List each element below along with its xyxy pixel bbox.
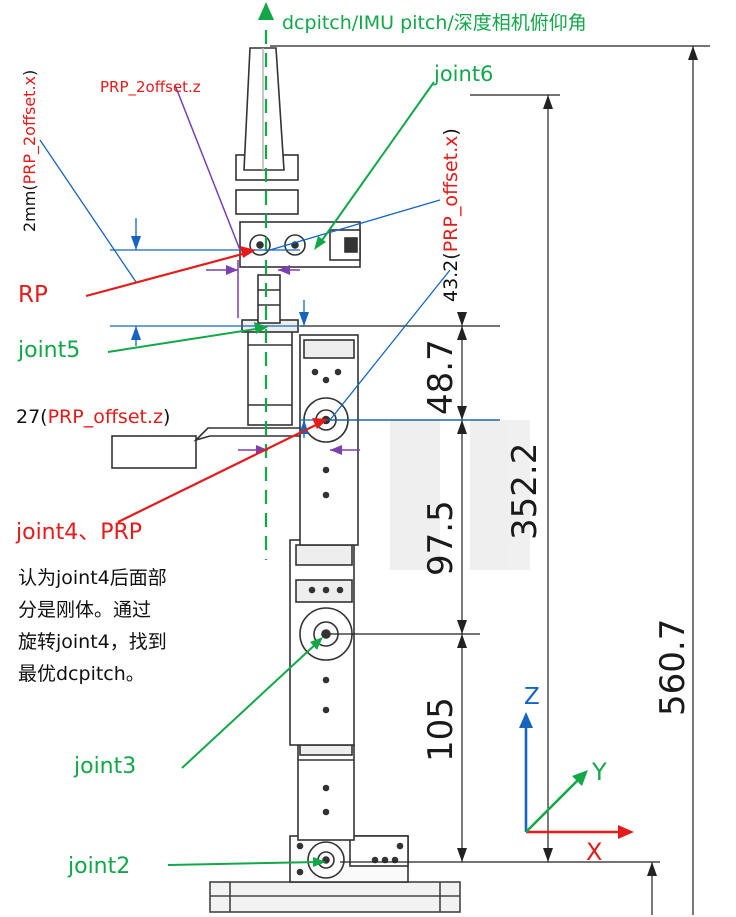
y-axis-arrowhead [572,770,588,786]
middle-link [289,539,355,746]
neck [257,274,281,324]
base-plate [209,881,461,913]
joint6-label: joint6 [434,62,494,86]
dim-27-var: PRP_offset.z [47,406,163,428]
joint2-label: joint2 [68,854,131,879]
pitch-axis-arrowhead [258,2,274,20]
y-axis-label: Y [592,758,607,786]
dim-27-prefix: 27( [16,406,48,428]
joint4-prp-label: joint4、PRP [16,520,143,545]
lower-link [297,744,355,841]
dim-2mm-label: 2mm(PRP_2offset.x) [20,69,39,232]
dim-432-var: PRP_offset.x [440,135,462,253]
dim-352-2: 352.2 [505,442,545,540]
note-line-3: 旋转joint4，找到 [18,631,167,653]
joint3-label: joint3 [74,754,137,779]
coordinate-frame [524,722,622,834]
dim-2mm-suffix: ) [20,69,39,76]
red-arrowheads [240,246,328,429]
dim-2mm-prefix: 2mm( [20,184,39,232]
watermark [390,420,530,570]
joint5-servo [241,319,299,426]
dim-27-suffix: ) [162,406,171,428]
dim-560-7: 560.7 [653,618,693,716]
dim-48-7: 48.7 [421,339,461,415]
joint2-bracket [289,835,409,883]
rigid-body-note: 认为joint4后面部 分是刚体。通过 旋转joint4，找到 最优dcpitc… [18,562,167,690]
note-line-1: 认为joint4后面部 [18,567,167,589]
dim-97-5: 97.5 [421,500,461,576]
dim-432-suffix: ) [440,128,462,136]
z-axis-arrowhead [519,712,533,728]
side-bracket [111,427,301,469]
prp-2offset-z-label: PRP_2offset.z [100,78,201,96]
upper-link [299,334,359,546]
rp-label: RP [18,282,48,308]
dim-105: 105 [421,697,461,762]
green-arrowheads [254,236,326,867]
dim-2mm-var: PRP_2offset.x [20,75,39,185]
dim-432-prefix: 43.2( [440,252,462,302]
pitch-axis-label: dcpitch/IMU pitch/深度相机俯仰角 [282,12,587,34]
note-line-2: 分是刚体。通过 [18,599,152,621]
joint5-label: joint5 [18,338,81,363]
camera-cone [243,47,285,171]
red-arrows [85,250,323,523]
dim-27-label: 27(PRP_offset.z) [16,408,170,427]
dimension-arrowheads [457,46,698,876]
dim-432-label: 43.2(PRP_offset.x) [440,128,462,302]
green-arrows [107,81,435,866]
x-axis-arrowhead [618,825,634,839]
note-line-4: 最优dcpitch。 [18,663,145,685]
z-axis-label: Z [524,684,540,710]
x-axis-label: X [586,838,603,866]
